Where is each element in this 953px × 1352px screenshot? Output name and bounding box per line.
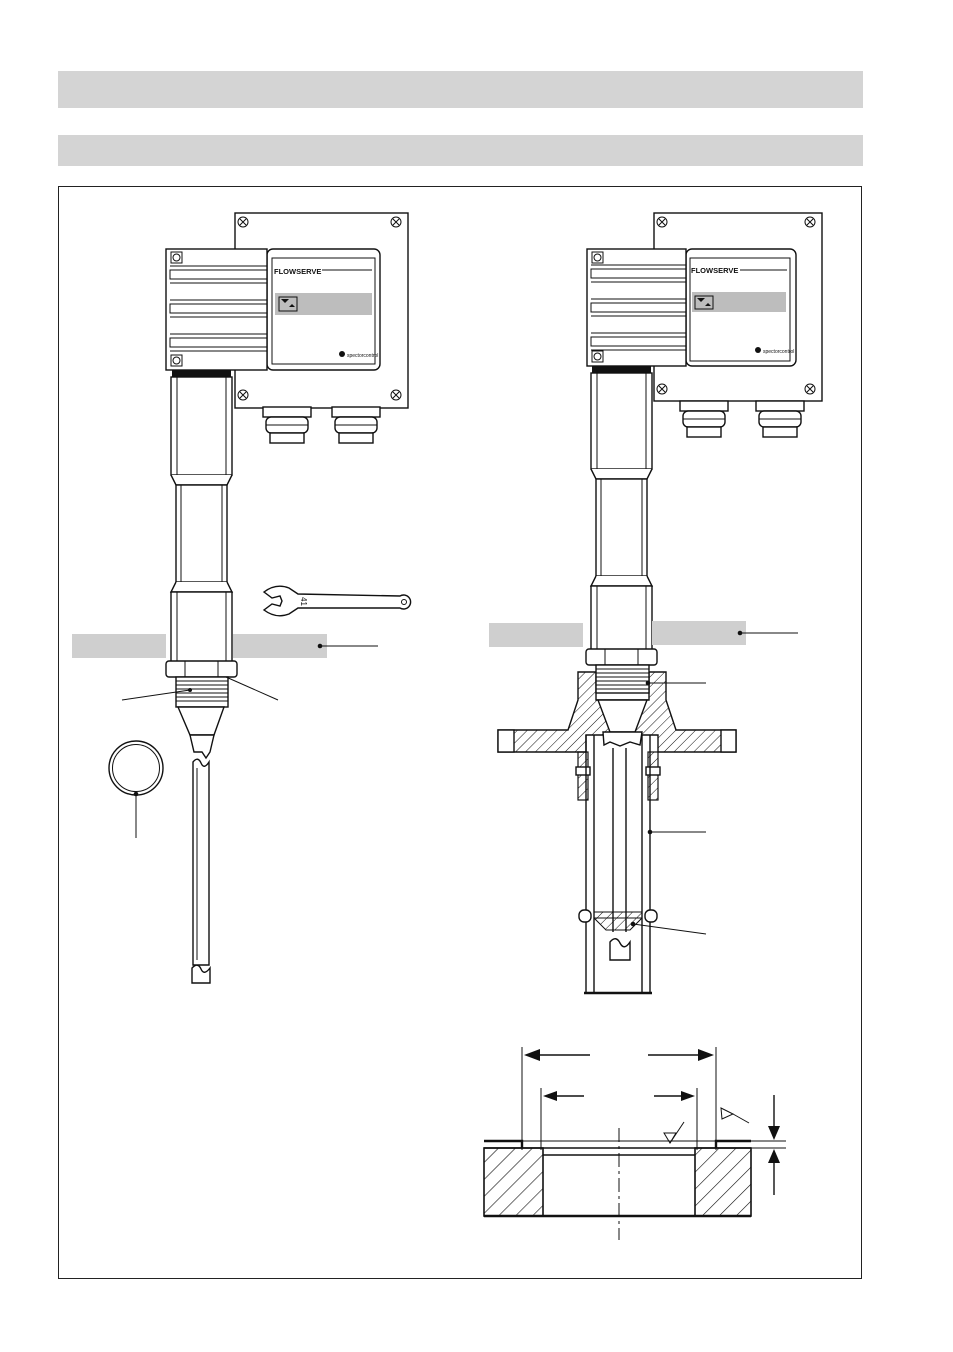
left-logo-text: FLOWSERVE [274,267,321,276]
right-terminal-box [653,212,823,402]
left-sublogo-text: spectorcontrol [347,353,378,359]
left-label-box-2 [233,634,327,658]
right-label-box-1 [489,623,583,647]
header-bar-secondary [58,135,863,166]
wrench-size-label: 41 [299,597,308,606]
right-cable-glands [679,400,805,438]
left-terminal-box [234,212,409,409]
left-heat-sink [165,248,268,371]
left-sealing-ring [108,740,164,838]
left-electrode-body [165,370,238,984]
header-bar-primary [58,71,863,108]
wrench [262,585,412,617]
figure-frame [58,186,862,1279]
flange-bore-detail [483,1047,786,1240]
right-electrode-body [585,366,658,666]
left-cable-glands [262,406,381,444]
right-sublogo-text: spectorcontrol [763,349,794,355]
left-label-box-1 [72,634,166,658]
right-heat-sink [586,248,687,367]
left-electrode-assembly: FLOWSERVE spectorcontrol [72,212,412,984]
right-logo-text: FLOWSERVE [691,266,738,275]
right-electrode-assembly: FLOWSERVE spectorcontrol [489,212,823,995]
right-flange-section [497,664,737,753]
right-label-box-2 [652,621,746,645]
right-protection-tube [575,680,661,995]
